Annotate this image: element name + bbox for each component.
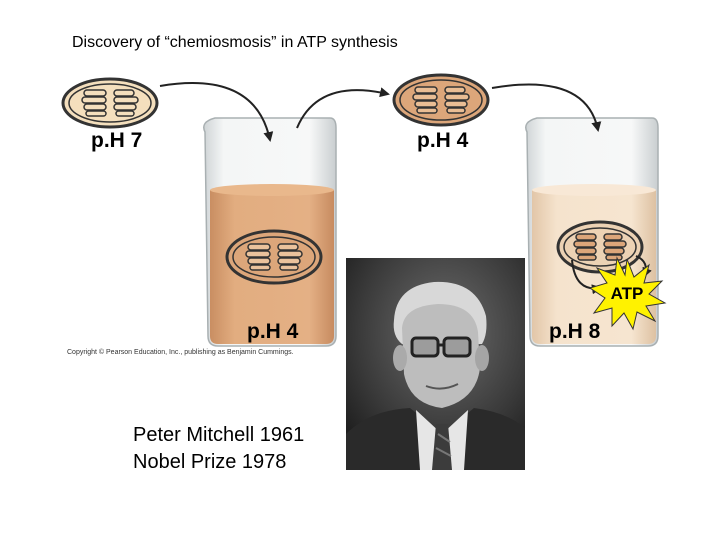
arrow-to-middle-beaker [159,82,274,142]
ph-label-top-middle: p.H 4 [417,129,469,152]
ph-label-middle-beaker: p.H 4 [247,320,299,343]
arrow-to-top-chloroplast [296,87,390,129]
atp-burst: ATP [588,256,667,331]
chloroplast-ph8-in-beaker [556,220,644,274]
chloroplast-ph4-in-beaker [225,229,323,285]
chloroplast-ph4-top [392,73,490,127]
slide-title: Discovery of “chemiosmosis” in ATP synth… [72,34,398,51]
caption-line-prize: Nobel Prize 1978 [133,451,287,473]
atp-label: ATP [611,284,644,303]
chloroplast-ph7 [61,77,159,129]
copyright-notice: Copyright © Pearson Education, Inc., pub… [67,349,294,356]
portrait-photo [346,258,525,470]
ph-label-start: p.H 7 [91,129,143,152]
caption: Peter Mitchell 1961 Nobel Prize 1978 [133,422,304,476]
ph-label-right-beaker: p.H 8 [549,320,601,343]
caption-line-name: Peter Mitchell 1961 [133,424,305,446]
arrow-to-right-beaker [491,83,602,132]
